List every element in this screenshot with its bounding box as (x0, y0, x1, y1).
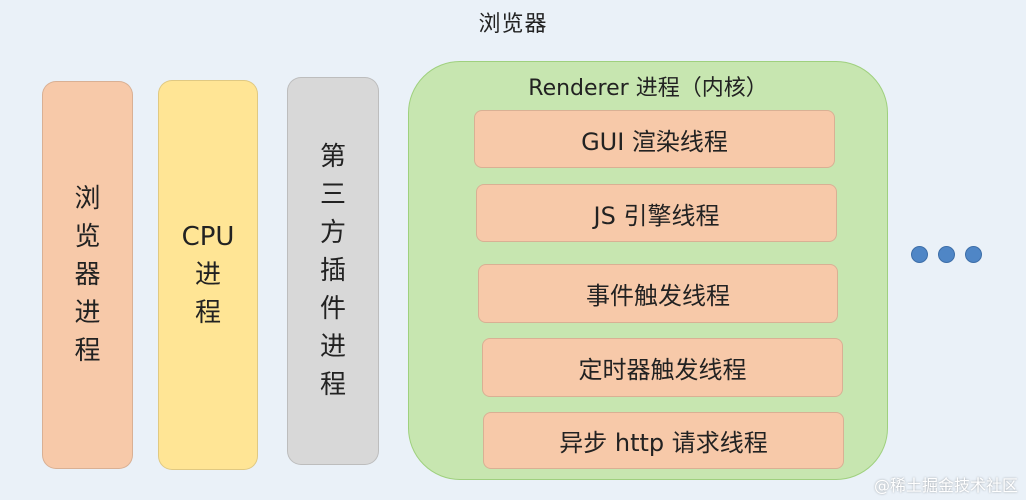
cpu-process-char: CPU (181, 222, 235, 252)
cpu-process-char: 进 (194, 260, 221, 290)
renderer-process-box: Renderer 进程（内核） GUI 渲染线程 JS 引擎线程 事件触发线程 … (408, 61, 888, 480)
browser-process-box: 浏 览 器 进 程 (42, 81, 133, 469)
cpu-process-box: CPU 进 程 (158, 80, 258, 470)
renderer-process-title: Renderer 进程（内核） (528, 76, 768, 101)
thread-box-gui-render: GUI 渲染线程 (474, 110, 835, 168)
browser-process-char: 浏 (74, 184, 101, 214)
plugin-process-char: 进 (319, 332, 346, 362)
browser-process-char: 进 (74, 298, 101, 328)
plugin-process-char: 插 (319, 256, 346, 286)
thread-box-timer-trigger: 定时器触发线程 (482, 338, 843, 397)
thread-box-js-engine: JS 引擎线程 (476, 184, 837, 242)
watermark: @稀土掘金技术社区 (873, 476, 1018, 495)
browser-process-char: 器 (74, 260, 101, 290)
plugin-process-char: 件 (319, 294, 346, 324)
plugin-process-char: 方 (319, 218, 346, 248)
cpu-process-char: 程 (194, 298, 221, 328)
diagram-title: 浏览器 (478, 12, 548, 37)
plugin-process-char: 程 (319, 370, 346, 400)
dot-icon (965, 246, 982, 263)
thread-box-async-http: 异步 http 请求线程 (483, 412, 844, 469)
plugin-process-char: 第 (319, 142, 346, 172)
dot-icon (938, 246, 955, 263)
thread-box-event-trigger: 事件触发线程 (478, 264, 838, 323)
browser-process-char: 览 (74, 222, 101, 252)
ellipsis-dots (911, 246, 982, 263)
dot-icon (911, 246, 928, 263)
plugin-process-char: 三 (319, 180, 346, 210)
browser-process-char: 程 (74, 336, 101, 366)
plugin-process-box: 第 三 方 插 件 进 程 (287, 77, 379, 465)
